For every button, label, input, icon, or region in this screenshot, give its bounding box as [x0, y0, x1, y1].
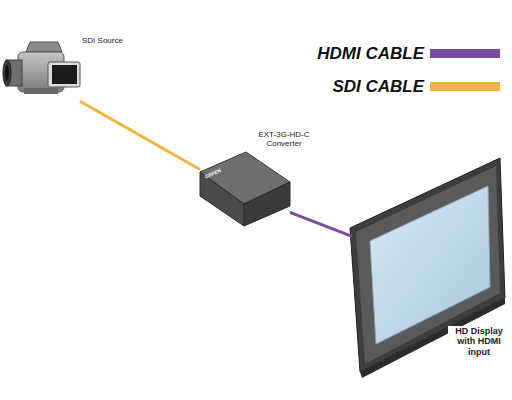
node-label: EXT-3G-HD-C Converter [245, 130, 323, 148]
legend-text: HDMI CABLE [317, 44, 424, 64]
display-node: HD Display with HDMI input [352, 190, 500, 340]
cable-connector [80, 101, 200, 169]
cable-connector [290, 212, 352, 236]
node-label: SDI Source [82, 36, 152, 45]
cable-line [80, 101, 200, 169]
legend-swatch [430, 82, 500, 91]
converter-illustration [200, 152, 290, 226]
node-label: HD Display with HDMI input [448, 326, 510, 357]
legend-swatch [430, 49, 500, 58]
camera-illustration [3, 42, 80, 94]
cable-line [290, 212, 352, 236]
legend-text: SDI CABLE [332, 77, 424, 97]
camera-node: SDI Source [5, 55, 80, 105]
